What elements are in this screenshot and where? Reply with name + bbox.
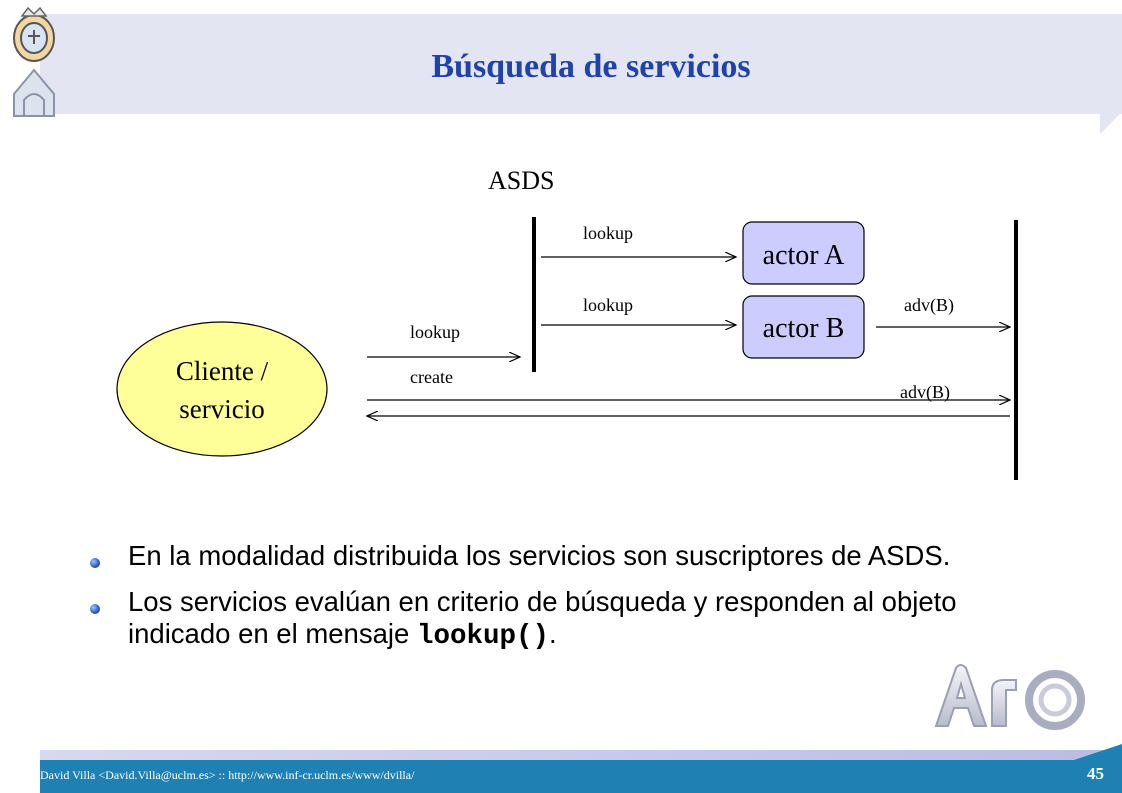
uclm-crest-icon bbox=[13, 6, 55, 117]
bullet-icon bbox=[90, 604, 100, 614]
arco-logo-icon bbox=[934, 664, 1085, 730]
footer-stripe bbox=[40, 750, 1122, 760]
bullet-code: lookup() bbox=[416, 621, 549, 652]
label-lookup-b: lookup bbox=[583, 295, 633, 315]
bullet-text: En la modalidad distribuida los servicio… bbox=[128, 540, 951, 571]
client-service-node bbox=[116, 321, 328, 457]
client-label-line2: servicio bbox=[179, 394, 264, 424]
bullet-text: Los servicios evalúan en criterio de bús… bbox=[128, 586, 957, 649]
header-corner-decoration bbox=[1100, 112, 1122, 134]
bullet-list: En la modalidad distribuida los servicio… bbox=[88, 540, 1048, 667]
header-band bbox=[40, 14, 1122, 114]
actor-a-node bbox=[742, 221, 865, 285]
actor-b-label: actor B bbox=[763, 313, 845, 344]
label-create: create bbox=[410, 367, 453, 387]
footer-author: David Villa <David.Villa@uclm.es> :: htt… bbox=[40, 768, 415, 782]
label-lookup-a: lookup bbox=[583, 223, 633, 243]
bullet-text-end: . bbox=[548, 618, 557, 649]
client-label-line1: Cliente / bbox=[176, 356, 269, 386]
footer-band bbox=[40, 760, 1122, 793]
label-adv-b-bottom: adv(B) bbox=[900, 382, 950, 403]
label-adv-b-top: adv(B) bbox=[904, 295, 954, 316]
actor-a-label: actor A bbox=[763, 240, 845, 271]
footer-notch-decoration bbox=[1074, 744, 1122, 760]
asds-label: ASDS bbox=[488, 166, 554, 195]
bullet-item: Los servicios evalúan en criterio de bús… bbox=[88, 586, 1048, 653]
label-lookup-client: lookup bbox=[410, 322, 460, 342]
actor-b-node bbox=[742, 295, 865, 359]
page-number: 45 bbox=[1087, 764, 1104, 783]
bullet-icon bbox=[90, 558, 100, 568]
bullet-item: En la modalidad distribuida los servicio… bbox=[88, 540, 1048, 572]
slide-title: Búsqueda de servicios bbox=[431, 48, 751, 85]
